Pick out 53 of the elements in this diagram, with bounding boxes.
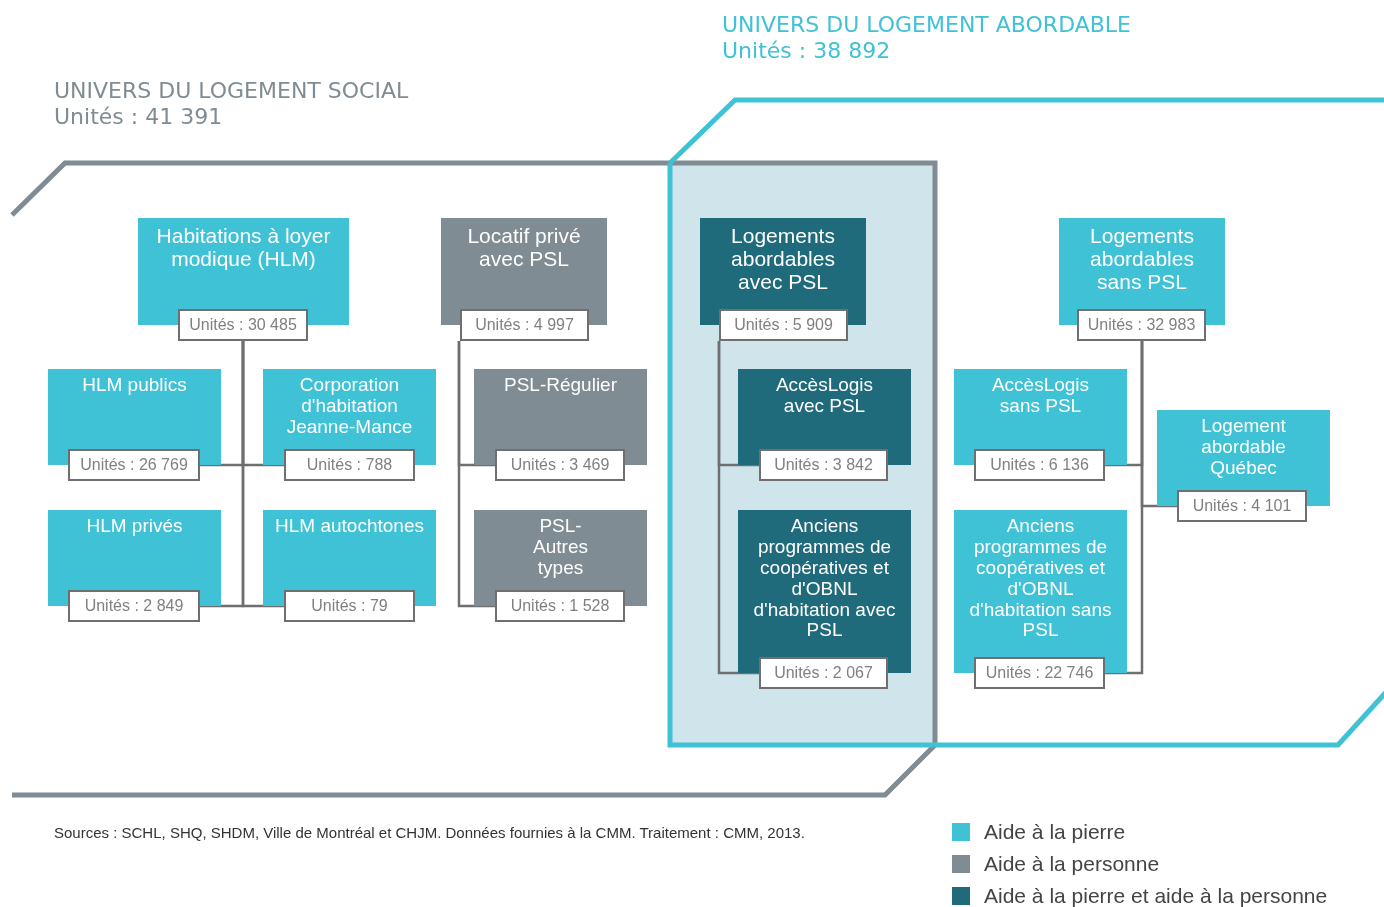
unit-count: Unités : 32 983 [1077, 309, 1206, 341]
category-box [263, 510, 436, 622]
legend-label: Aide à la personne [984, 852, 1160, 876]
unit-count: Unités : 38 892 [722, 38, 891, 64]
source-note: Sources : SCHL, SHQ, SHDM, Ville de Montréal et CHJM. Données fournies à la CMM. Traitement : CMM, 2013. [54, 824, 805, 841]
unit-count: Unités : 41 391 [54, 104, 223, 130]
unit-count: Unités : 79 [284, 590, 415, 622]
unit-count: Unités : 22 746 [974, 657, 1105, 689]
category-box [1157, 410, 1330, 522]
category-title: Anciens programmes de coopératives et d'OBNL d'habitation avec PSL [752, 516, 897, 642]
legend-label: Aide à la pierre et aide à la personne [984, 884, 1328, 907]
unit-count: Unités : 3 842 [759, 449, 888, 481]
category-title: Logement abordable Québec [1200, 416, 1287, 479]
category-title: AccèsLogis sans PSL [990, 375, 1091, 417]
category-box [474, 510, 647, 622]
category-title: Logements abordables sans PSL [1089, 224, 1195, 294]
category-box [700, 218, 866, 341]
legend-label: Aide à la pierre [984, 820, 1126, 844]
category-box [138, 218, 349, 341]
category-box [48, 510, 221, 622]
category-box [738, 510, 911, 689]
unit-count: Unités : 788 [284, 449, 415, 481]
unit-count: Unités : 26 769 [68, 449, 200, 481]
category-box [954, 510, 1127, 689]
category-title: Habitations à loyer modique (HLM) [155, 224, 332, 271]
category-box [1059, 218, 1225, 341]
unit-count: Unités : 2 849 [68, 590, 200, 622]
unit-count: Unités : 4 101 [1177, 490, 1307, 522]
group-title: UNIVERS DU LOGEMENT ABORDABLE [722, 12, 1131, 38]
unit-count: Unités : 1 528 [495, 590, 625, 622]
category-box [263, 369, 436, 481]
group-title: UNIVERS DU LOGEMENT SOCIAL [54, 78, 409, 104]
category-title: HLM privés [85, 516, 184, 537]
category-box [474, 369, 647, 481]
category-title: PSL- Autres types [532, 516, 589, 579]
category-title: AccèsLogis avec PSL [774, 375, 875, 417]
category-box [441, 218, 607, 341]
category-title: Locatif privé avec PSL [466, 224, 582, 271]
category-box [48, 369, 221, 481]
unit-count: Unités : 30 485 [178, 309, 308, 341]
unit-count: Unités : 4 997 [460, 309, 589, 341]
category-box [954, 369, 1127, 481]
category-title: HLM autochtones [274, 516, 425, 537]
category-title: Corporation d'habitation Jeanne-Mance [285, 375, 414, 438]
unit-count: Unités : 5 909 [719, 309, 848, 341]
unit-count: Unités : 3 469 [495, 449, 625, 481]
category-title: PSL-Régulier [503, 375, 618, 396]
category-title: HLM publics [81, 375, 188, 396]
category-title: Logements abordables avec PSL [730, 224, 836, 294]
category-title: Anciens programmes de coopératives et d'OBNL d'habitation sans PSL [968, 516, 1113, 642]
unit-count: Unités : 2 067 [759, 657, 888, 689]
unit-count: Unités : 6 136 [974, 449, 1105, 481]
category-box [738, 369, 911, 481]
